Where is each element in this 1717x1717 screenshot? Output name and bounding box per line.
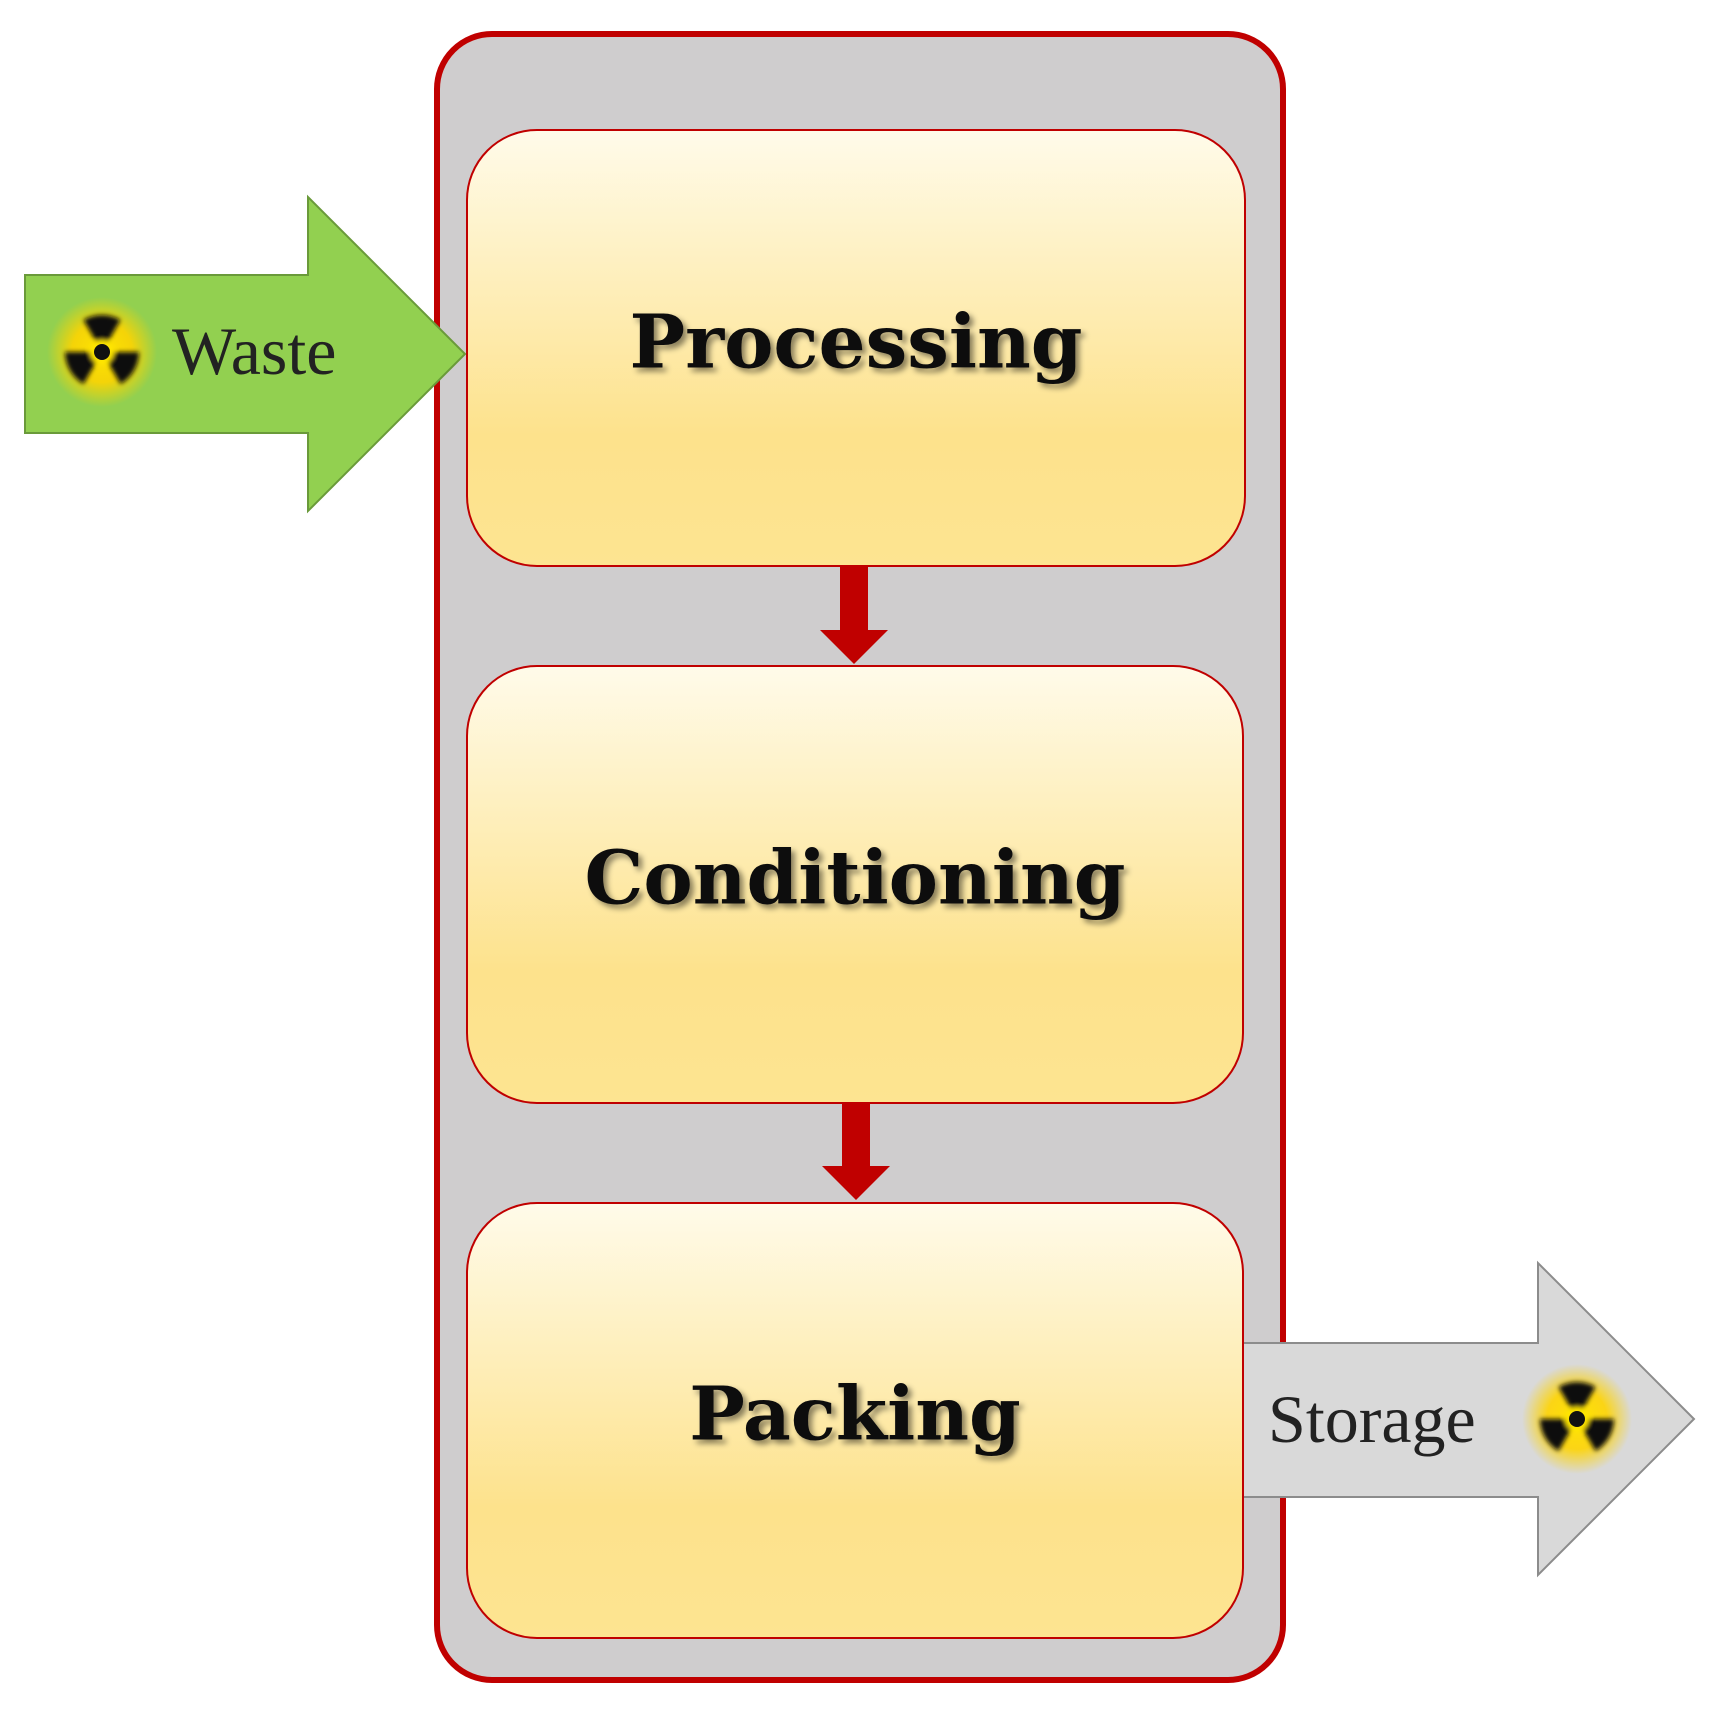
step-label-conditioning: Conditioning: [584, 836, 1125, 922]
connector-arrow-2: [822, 1103, 890, 1200]
waste-label: Waste: [172, 313, 336, 389]
connector-arrow-1: [820, 566, 888, 664]
step-label-processing: Processing: [629, 300, 1082, 386]
waste-input-arrow: Waste: [24, 194, 467, 514]
step-processing: Processing: [466, 129, 1246, 567]
step-packing: Packing: [466, 1202, 1244, 1639]
step-label-packing: Packing: [689, 1372, 1021, 1458]
radiation-hazard-icon: [1522, 1364, 1632, 1474]
storage-label: Storage: [1268, 1381, 1476, 1457]
radiation-hazard-icon: [47, 297, 157, 407]
step-conditioning: Conditioning: [466, 665, 1244, 1104]
storage-output-arrow: Storage: [1239, 1260, 1696, 1578]
